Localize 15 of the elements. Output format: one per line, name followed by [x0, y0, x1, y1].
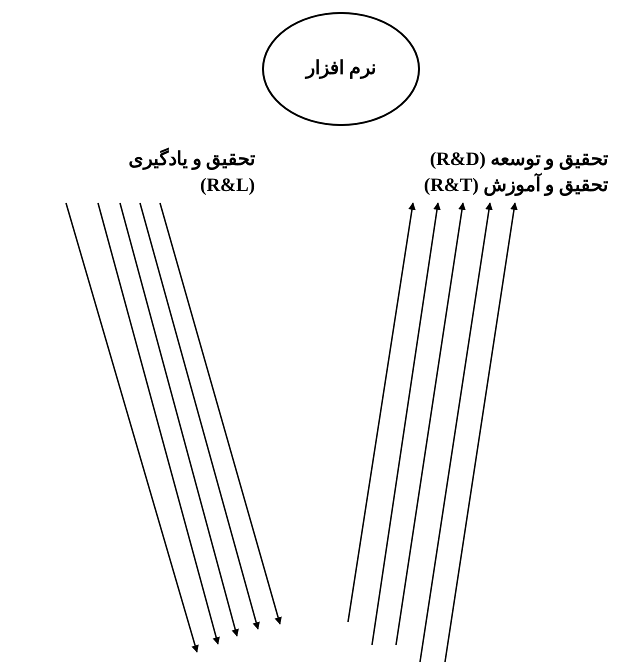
- arrow: [119, 202, 239, 637]
- node-text: تحقیق و توسعه (R&D): [428, 148, 608, 172]
- arrow: [371, 202, 441, 646]
- arrow: [347, 202, 416, 622]
- arrow: [159, 202, 282, 625]
- arrow: [419, 202, 493, 662]
- node-text: نرم افزار: [304, 57, 377, 81]
- node-text: تحقیق و آموزش (R&T): [372, 173, 608, 199]
- arrow: [139, 202, 260, 630]
- arrow: [395, 202, 466, 646]
- ellipse-node: [262, 12, 420, 126]
- arrow: [65, 202, 199, 653]
- arrow: [444, 202, 518, 662]
- arrow: [97, 202, 220, 645]
- node-text: تحقیق و یادگیری (R&L): [128, 147, 255, 198]
